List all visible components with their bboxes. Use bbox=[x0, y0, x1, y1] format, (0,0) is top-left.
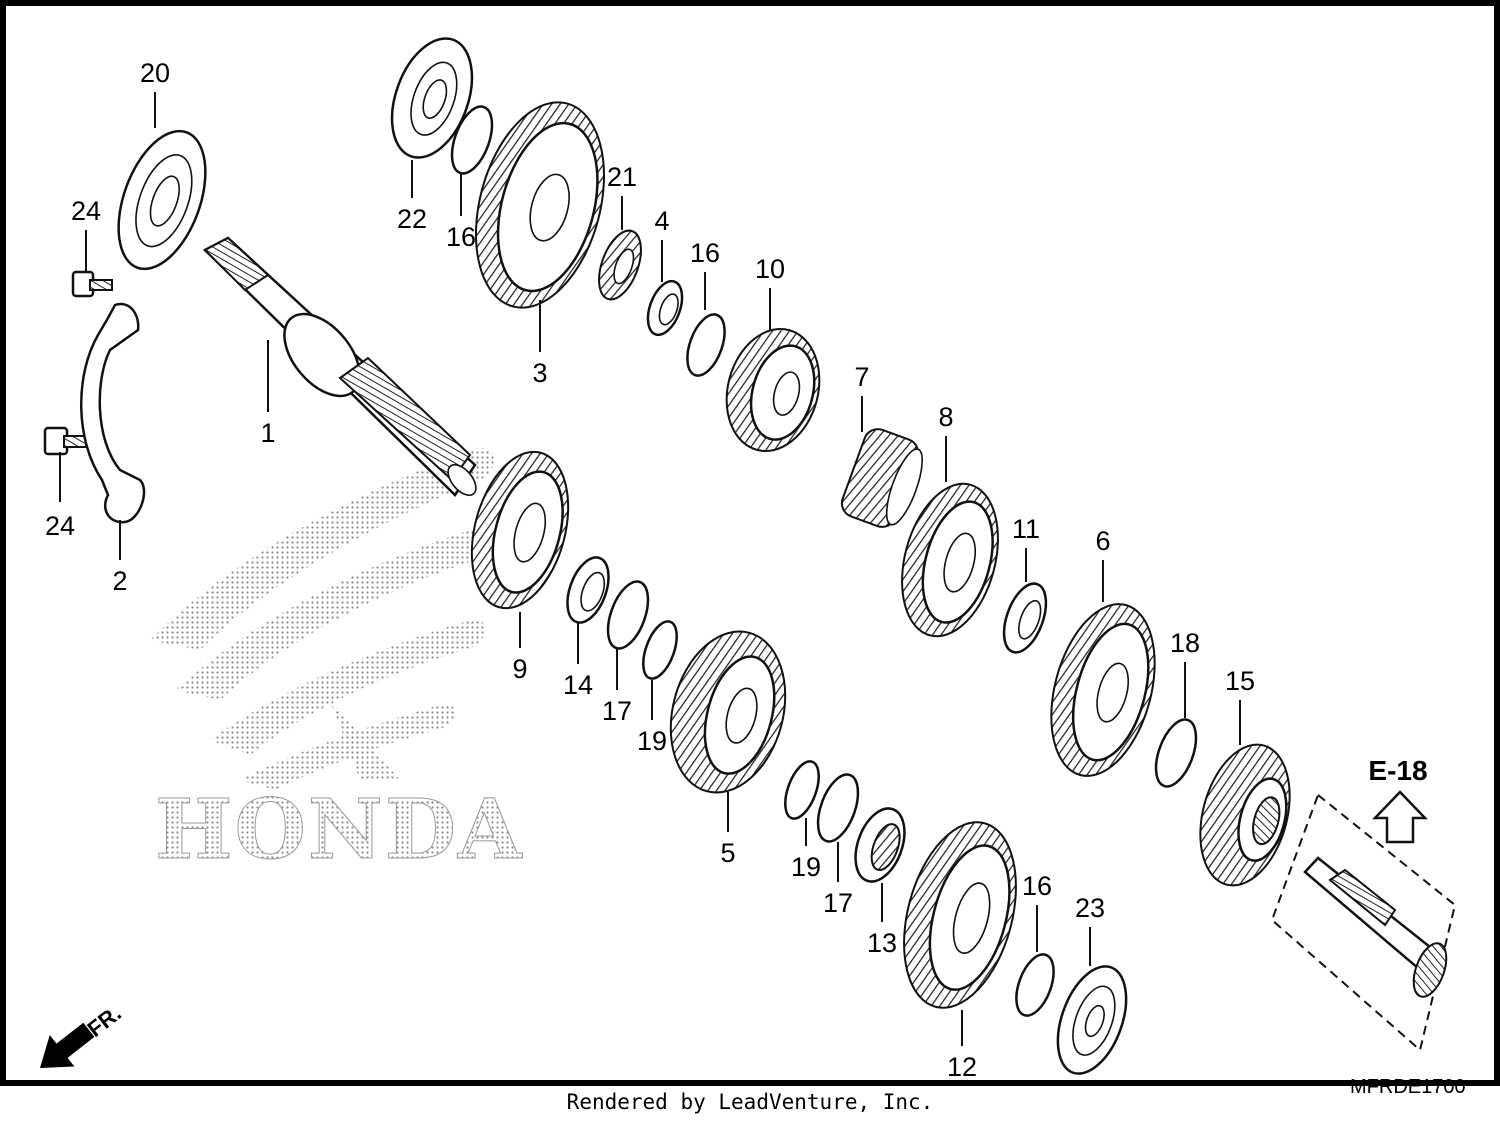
part-needle-bearing-7 bbox=[840, 428, 923, 528]
callout-24: 24 bbox=[45, 511, 75, 541]
part-mainshaft-1 bbox=[202, 236, 477, 497]
part-stopper-plate-2 bbox=[79, 302, 146, 524]
part-gear-12 bbox=[903, 821, 1017, 1009]
callout-18: 18 bbox=[1170, 628, 1200, 658]
part-needle-bearing-13 bbox=[854, 807, 906, 883]
part-bearing-23 bbox=[1056, 965, 1128, 1075]
part-bearing-20 bbox=[117, 129, 207, 271]
part-needle-bearing-21 bbox=[598, 229, 642, 301]
callout-2: 2 bbox=[112, 566, 127, 596]
part-gear-10 bbox=[725, 327, 821, 453]
callout-10: 10 bbox=[755, 254, 785, 284]
part-washer-16-b bbox=[686, 313, 726, 377]
callout-4: 4 bbox=[654, 206, 669, 236]
part-bolt-24-upper bbox=[71, 270, 113, 298]
part-collar-14 bbox=[566, 556, 610, 624]
part-bolt-24-lower bbox=[43, 426, 87, 456]
part-gear-6 bbox=[1050, 603, 1156, 777]
callout-17: 17 bbox=[823, 888, 853, 918]
callout-6: 6 bbox=[1095, 526, 1110, 556]
part-washer-17-b bbox=[816, 773, 860, 843]
callout-9: 9 bbox=[512, 654, 527, 684]
callout-23: 23 bbox=[1075, 893, 1105, 923]
footer-credit: Rendered by LeadVenture, Inc. bbox=[566, 1090, 934, 1114]
callout-16: 16 bbox=[1022, 871, 1052, 901]
part-washer-16-c bbox=[1015, 953, 1055, 1017]
front-direction-arrow-icon bbox=[40, 1022, 95, 1068]
callout-22: 22 bbox=[397, 204, 427, 234]
part-bushing-4 bbox=[646, 279, 684, 337]
callout-15: 15 bbox=[1225, 666, 1255, 696]
callout-14: 14 bbox=[563, 670, 593, 700]
callout-19: 19 bbox=[637, 726, 667, 756]
callout-19: 19 bbox=[791, 852, 821, 882]
part-gear-9 bbox=[470, 450, 570, 610]
up-arrow-icon bbox=[1372, 790, 1428, 844]
diagram-code: MFRDE1700 bbox=[1350, 1076, 1466, 1098]
part-gear-8 bbox=[901, 482, 999, 638]
diagram-border bbox=[0, 0, 1500, 1086]
reference-label: E-18 bbox=[1368, 755, 1427, 786]
part-bearing-22 bbox=[390, 37, 474, 159]
part-circlip-19-a bbox=[642, 620, 678, 680]
part-circlip-19-b bbox=[784, 760, 820, 820]
honda-watermark-text: HONDA bbox=[155, 782, 524, 878]
part-washer-18 bbox=[1154, 718, 1198, 788]
callout-7: 7 bbox=[854, 362, 869, 392]
callout-21: 21 bbox=[607, 162, 637, 192]
part-washer-17-a bbox=[606, 580, 650, 650]
callout-16: 16 bbox=[446, 222, 476, 252]
callout-13: 13 bbox=[867, 928, 897, 958]
part-bushing-11 bbox=[1002, 582, 1048, 654]
callout-16: 16 bbox=[690, 238, 720, 268]
callout-20: 20 bbox=[140, 58, 170, 88]
part-gear-3 bbox=[474, 101, 606, 309]
callout-17: 17 bbox=[602, 696, 632, 726]
callout-11: 11 bbox=[1012, 514, 1040, 544]
reference-countershaft-box bbox=[1270, 793, 1457, 1052]
callout-1: 1 bbox=[260, 418, 275, 448]
callout-3: 3 bbox=[532, 358, 547, 388]
callout-12: 12 bbox=[947, 1052, 977, 1082]
callout-24: 24 bbox=[71, 196, 101, 226]
honda-wing-watermark bbox=[150, 447, 494, 790]
callout-8: 8 bbox=[938, 402, 953, 432]
callout-5: 5 bbox=[720, 838, 735, 868]
part-gear-5 bbox=[669, 630, 787, 794]
part-gear-15 bbox=[1199, 743, 1291, 887]
